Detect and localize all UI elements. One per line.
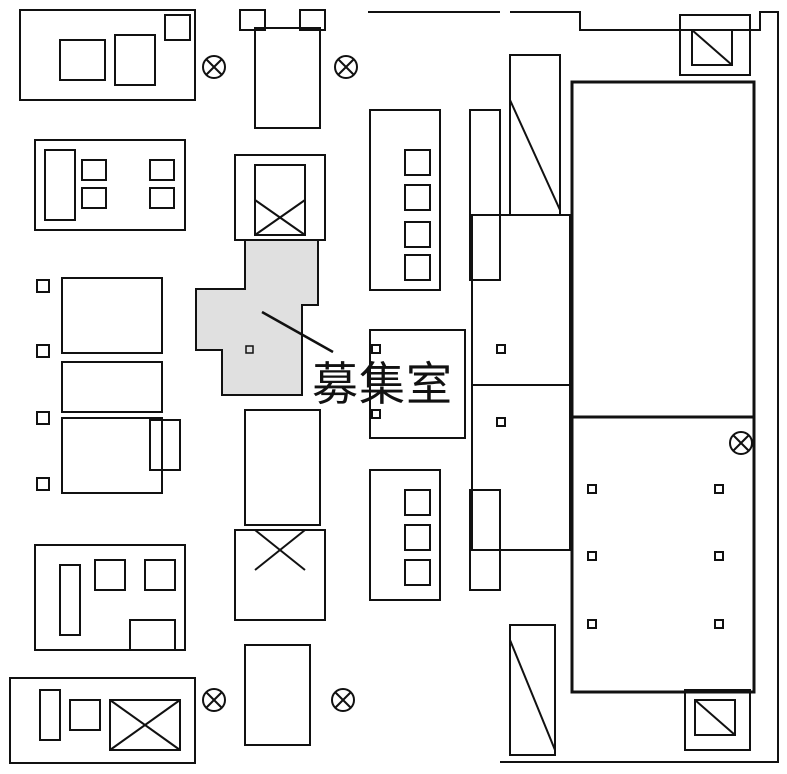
- room-column: [245, 345, 254, 354]
- west-columns: [36, 279, 50, 491]
- east-elevator-bank-north: [369, 109, 501, 291]
- east-office-north[interactable]: [570, 80, 756, 419]
- callout-leader-line: [261, 310, 334, 354]
- highlighted-room-label: 募集室: [312, 357, 453, 411]
- central-stair-south: [234, 409, 326, 621]
- central-south-room: [202, 644, 355, 746]
- north-west-core: [19, 9, 196, 101]
- central-stair-north: [234, 154, 326, 241]
- east-corner-cores: [679, 14, 753, 751]
- east-office-south[interactable]: [570, 415, 756, 694]
- lobby-area: [369, 329, 466, 439]
- west-elevator-core: [34, 139, 186, 231]
- east-service-shaft: [509, 54, 561, 756]
- building-outline: [368, 11, 779, 763]
- south-west-toilets: [9, 677, 196, 764]
- highlighted-room: [195, 239, 319, 396]
- south-west-core: [34, 544, 186, 651]
- east-mid-rooms: [471, 214, 571, 551]
- central-north-room: [202, 9, 358, 129]
- west-stair-block: [61, 277, 181, 494]
- east-elevator-bank-south: [369, 469, 501, 601]
